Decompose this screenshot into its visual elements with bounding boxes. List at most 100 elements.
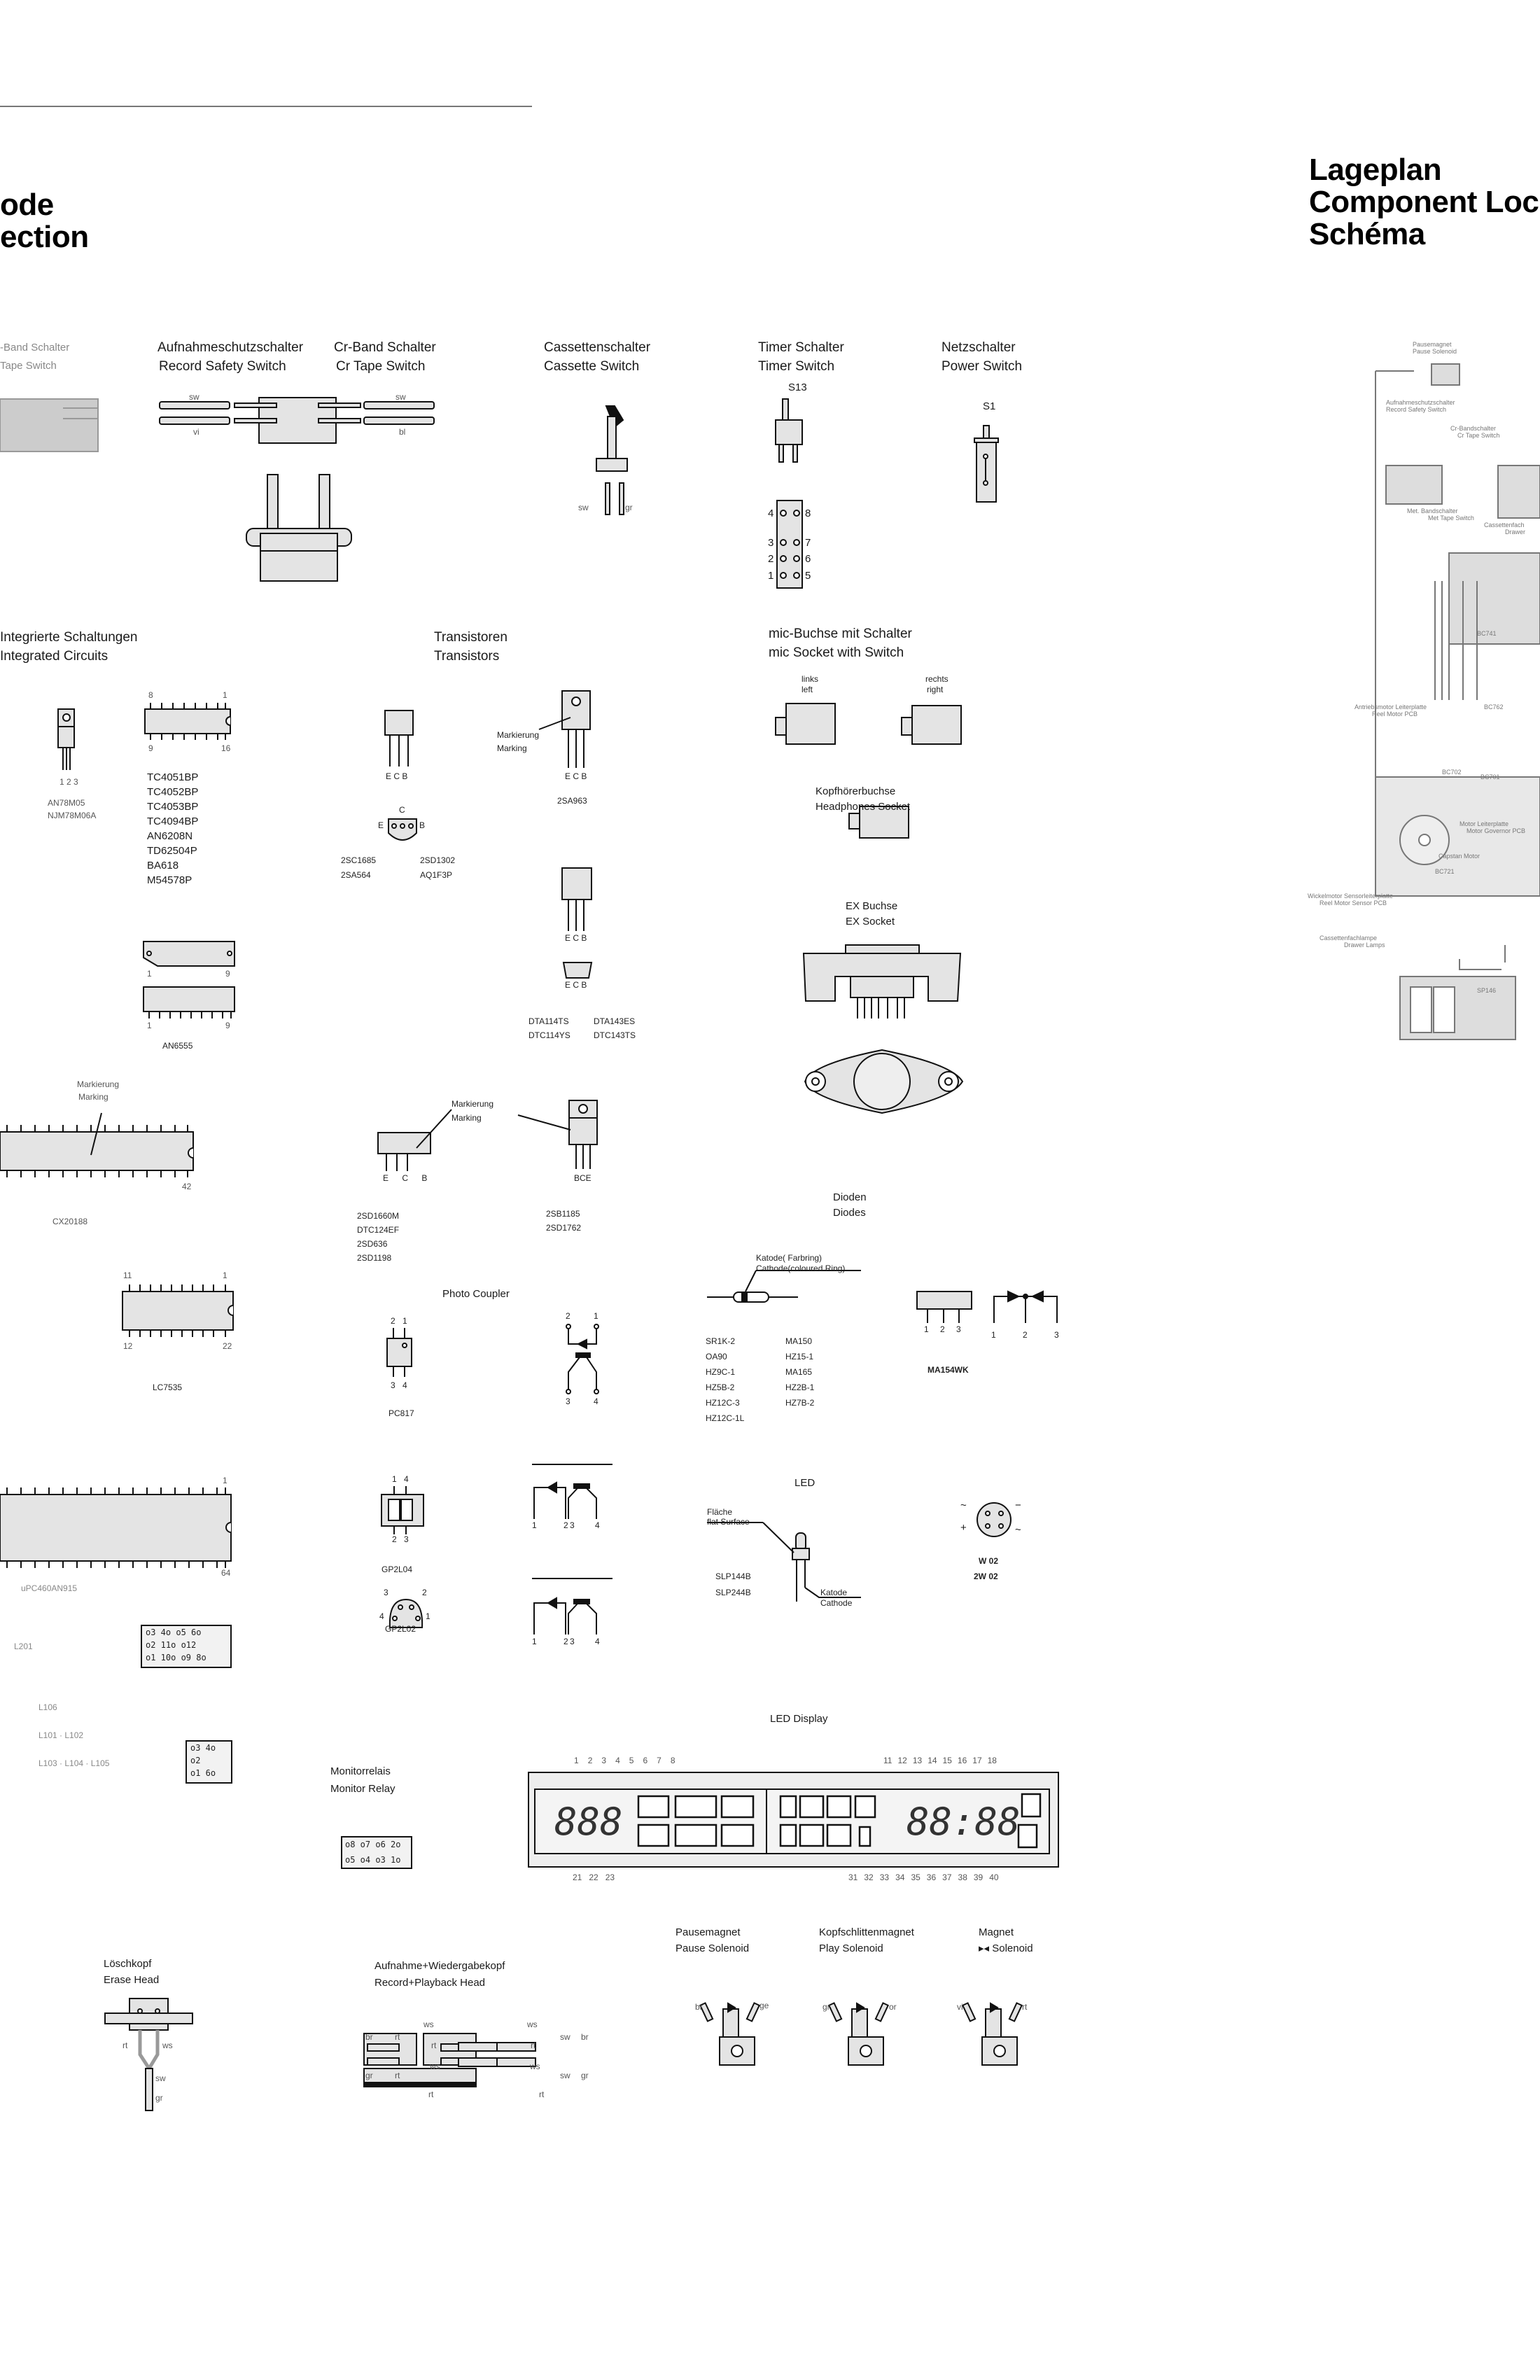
pin: 22 — [589, 1872, 598, 1882]
mic-socket-heading-de: mic-Buchse mit Schalter — [769, 626, 912, 641]
diodes-heading-de: Dioden — [833, 1191, 867, 1203]
layout-label: Capstan Motor — [1438, 853, 1480, 860]
pin: 3 — [566, 1396, 570, 1406]
pin: 2 — [564, 1637, 568, 1646]
cathode-label-de: Katode( Farbring) — [756, 1253, 822, 1263]
pin: 11 — [883, 1756, 892, 1765]
headphones-heading: Headphones Socket — [816, 801, 911, 813]
wire-label: ws — [527, 2019, 538, 2029]
layout-label: Reel Motor Sensor PCB — [1320, 899, 1387, 906]
layout-label: Pausemagnet — [1413, 341, 1452, 348]
play-solenoid-heading-de: Kopfschlittenmagnet — [819, 1926, 914, 1938]
ic-type: TC4094BP — [147, 816, 199, 827]
wire-label: sw — [155, 2073, 166, 2083]
led-heading: LED — [794, 1477, 816, 1489]
dip16-type-list: TC4051BP TC4052BP TC4053BP TC4094BP AN62… — [147, 770, 198, 888]
cassette-switch-label-de: Cassettenschalter — [544, 340, 651, 355]
ma154wk-drawing — [916, 1290, 1058, 1323]
layout-label: Cassettenfachlampe — [1320, 934, 1378, 941]
relay-pins: o8 o7 o6 2o — [345, 1840, 401, 1849]
pc817-type: PC817 — [388, 1408, 414, 1418]
lc7535-drawing — [122, 1284, 234, 1337]
lc-pin: 22 — [223, 1341, 232, 1351]
headphones-socket-drawing — [848, 806, 909, 839]
pin: 33 — [879, 1872, 890, 1882]
layout-label: Motor Leiterplatte — [1460, 820, 1509, 827]
marking-label: Marking — [78, 1092, 108, 1102]
pin: 12 — [897, 1756, 907, 1765]
ic-type: BA618 — [147, 860, 179, 872]
pin: 1 — [594, 1311, 598, 1321]
wire-label: sw — [560, 2071, 570, 2080]
transistor-type: 2SD1302 — [420, 855, 456, 865]
ic-type: TC4053BP — [147, 801, 199, 813]
ex-socket-heading: EX Socket — [846, 916, 895, 927]
diode-type: HZ2B-1 — [785, 1382, 815, 1392]
partial-switch-label: -Band Schalter — [0, 342, 70, 354]
big-ic-drawing — [0, 1488, 232, 1568]
cx20188-drawing — [0, 1112, 194, 1177]
pin: 14 — [927, 1756, 937, 1765]
pin: 6 — [643, 1756, 648, 1765]
connector-6pin-box — [186, 1740, 232, 1784]
gp2l02-symbol — [532, 1578, 612, 1634]
pinout-label: E C B — [386, 771, 408, 781]
sip-type: AN6555 — [162, 1041, 193, 1051]
layout-label: Cr Tape Switch — [1457, 432, 1500, 439]
record-safety-switch-label: Record Safety Switch — [159, 359, 286, 374]
timer-pin: 1 — [768, 570, 774, 582]
layout-label: Reel Motor PCB — [1372, 710, 1418, 718]
diode-type: HZ5B-2 — [706, 1382, 735, 1392]
ex-socket-heading-de: EX Buchse — [846, 900, 898, 912]
layout-label: SP146 — [1477, 987, 1497, 994]
pin: 34 — [895, 1872, 905, 1882]
wire-label: ge — [760, 2001, 769, 2010]
transistor-list: 2SD1660M DTC124EF 2SD636 2SD1198 — [357, 1209, 399, 1265]
pc817-symbol — [566, 1324, 599, 1394]
ff-solenoid-heading-de: Magnet — [979, 1926, 1014, 1938]
timer-pin: 6 — [805, 553, 811, 565]
pin-e: E — [378, 820, 384, 830]
layout-label: Motor Governor PCB — [1466, 827, 1526, 834]
record-safety-switch-drawing — [159, 397, 435, 582]
pin: 3 — [570, 1520, 575, 1530]
pin: 1 — [991, 1330, 996, 1340]
layout-label: Pause Solenoid — [1413, 348, 1457, 355]
pin: 4 — [379, 1611, 384, 1621]
conn6-row: o1 6o — [190, 1768, 216, 1778]
cx-pin: 42 — [182, 1182, 192, 1191]
big-ic-pin: 1 — [223, 1476, 227, 1485]
pin-b: B — [419, 820, 426, 830]
monitor-relay-drawing — [341, 1836, 412, 1869]
transistor-type: DTA114TS — [528, 1016, 569, 1026]
pin: 21 — [573, 1872, 582, 1882]
transistor-heading: Transistors — [434, 649, 500, 664]
pin: 31 — [848, 1872, 858, 1882]
pin: 1 — [426, 1611, 430, 1621]
sip-pin: 1 — [147, 969, 152, 979]
lc-pin: 1 — [223, 1270, 227, 1280]
pin: 16 — [957, 1756, 967, 1765]
cassette-switch-label: Cassette Switch — [544, 359, 640, 374]
sip-pin: 9 — [225, 969, 230, 979]
pc817-drawing — [386, 1328, 412, 1377]
conn12-row: o3 4o o5 6o — [146, 1628, 202, 1637]
wire-label: br — [365, 2032, 373, 2042]
marking-label-de: Markierung — [77, 1079, 120, 1089]
ic-type: TC4052BP — [147, 786, 199, 798]
flat-label: flat Surface — [707, 1517, 750, 1527]
pin: 4 — [404, 1474, 409, 1484]
regulator-type: AN78M05 — [48, 798, 85, 808]
pin: 8 — [670, 1756, 676, 1765]
wire-label: rt — [531, 2040, 536, 2050]
diode-drawing — [707, 1270, 861, 1303]
diode-type: OA90 — [706, 1352, 727, 1362]
erase-head-drawing — [104, 1998, 193, 2111]
regulator-drawing — [57, 708, 75, 770]
wire-label: rt — [428, 2090, 434, 2099]
diode-type: HZ15-1 — [785, 1352, 814, 1362]
wire-label: rt — [539, 2090, 545, 2099]
transistor-type: 2SD636 — [357, 1239, 388, 1249]
layout-label: Cr-Bandschalter — [1450, 425, 1497, 432]
